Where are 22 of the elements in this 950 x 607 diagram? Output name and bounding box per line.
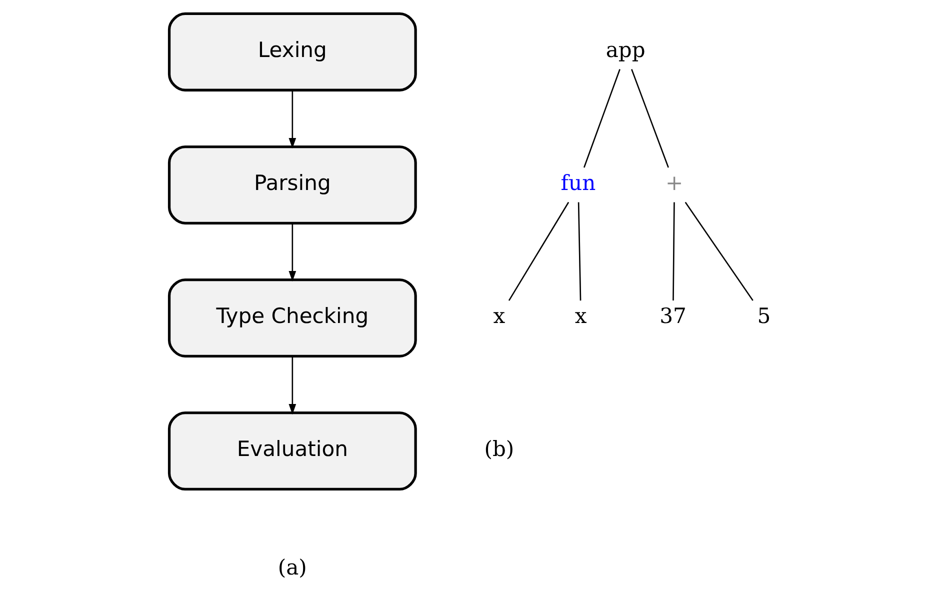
- label: (b): [484, 436, 514, 462]
- arrow: [288, 223, 296, 282]
- node-box: Parsing: [167, 145, 416, 224]
- arrow: [288, 356, 296, 415]
- label: (a): [277, 554, 306, 580]
- node-text: app: [605, 36, 645, 62]
- node-box: Evaluation: [167, 412, 416, 491]
- node-text: x: [574, 302, 586, 328]
- node-text: fun: [560, 170, 596, 195]
- connector: [630, 69, 668, 168]
- node-text: +: [665, 170, 683, 195]
- node-text: 37: [659, 302, 686, 328]
- node-text: 5: [756, 302, 770, 328]
- connector: [508, 202, 569, 301]
- connector: [582, 69, 620, 168]
- node-text: x: [492, 302, 505, 328]
- node-box: Lexing: [167, 12, 416, 92]
- arrow: [288, 90, 296, 149]
- connector: [684, 202, 753, 301]
- node-box: Type Checking: [167, 278, 416, 358]
- connector: [672, 202, 674, 301]
- connector: [577, 202, 581, 301]
